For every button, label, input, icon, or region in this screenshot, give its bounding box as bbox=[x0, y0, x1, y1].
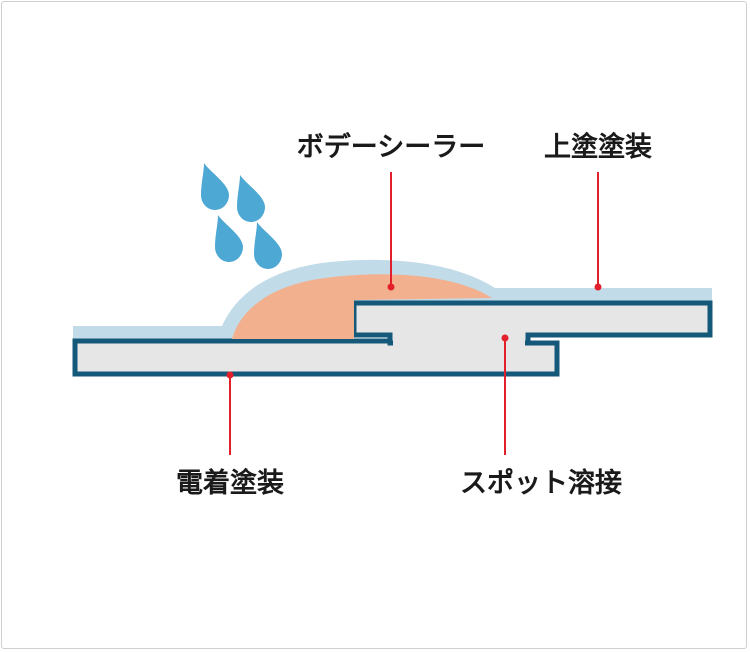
spot-weld-nugget bbox=[393, 332, 525, 348]
water-drops bbox=[201, 163, 282, 269]
top-coat-layer bbox=[73, 259, 712, 340]
label-spot-weld: スポット溶接 bbox=[460, 467, 622, 499]
water-drop-icon bbox=[237, 175, 265, 222]
label-top-coat: 上塗塗装 bbox=[544, 131, 652, 163]
label-body-sealer: ボデーシーラー bbox=[297, 131, 485, 163]
body-sealer-bead bbox=[232, 274, 492, 339]
water-drop-icon bbox=[201, 163, 229, 210]
water-drop-icon bbox=[215, 215, 243, 262]
leader-lines bbox=[226, 172, 602, 455]
label-electrodeposition: 電着塗装 bbox=[176, 467, 284, 499]
water-drop-icon bbox=[254, 222, 282, 269]
